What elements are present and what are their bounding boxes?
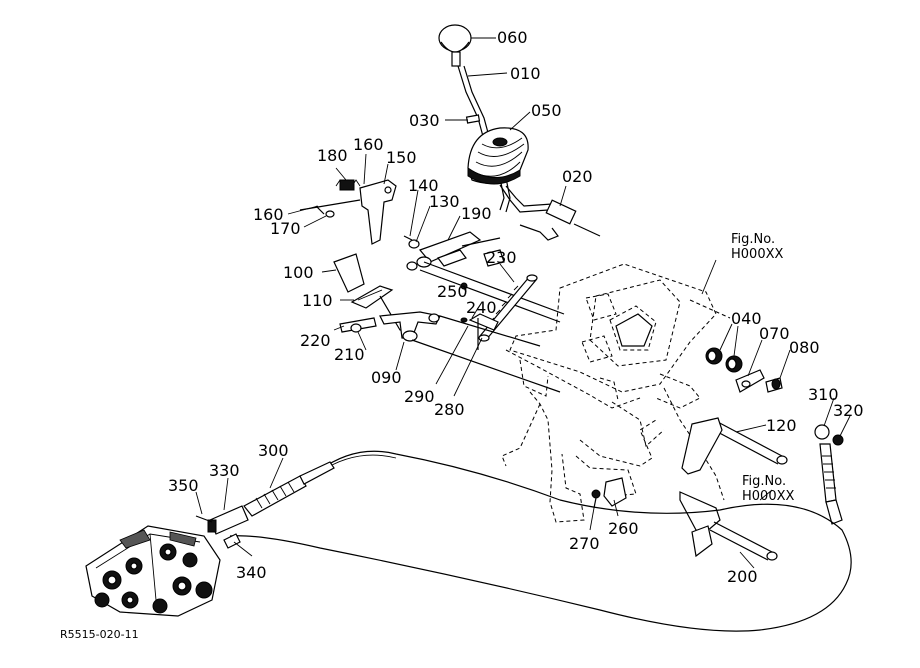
fig-ref-number: H000XX <box>742 489 794 504</box>
shaft-assembly <box>403 231 565 323</box>
fig-ref-number: H000XX <box>731 247 783 262</box>
part-label: 160 <box>253 205 284 224</box>
part-label: 230 <box>486 248 517 267</box>
part-label: 030 <box>409 111 440 130</box>
part-label: 040 <box>731 309 762 328</box>
lower-lever <box>499 184 601 241</box>
part-label: 180 <box>317 146 348 165</box>
part-label: 240 <box>466 298 497 317</box>
part-label: 340 <box>236 563 267 582</box>
part-label: 170 <box>270 219 301 238</box>
assembly-drawing <box>85 24 852 632</box>
fig-ref-label: Fig.No. <box>731 232 775 247</box>
figure-references: Fig.No. H000XX Fig.No. H000XX <box>731 232 794 504</box>
part-labels: 060 010 030 050 020 180 160 150 160 170 … <box>168 28 864 586</box>
part-label: 200 <box>727 567 758 586</box>
spring-and-bracket <box>299 179 397 245</box>
part-label: 080 <box>789 338 820 357</box>
part-label: 120 <box>766 416 797 435</box>
lever-pin <box>465 114 481 124</box>
part-label: 250 <box>437 282 468 301</box>
clevis-pins <box>195 505 249 549</box>
main-frame <box>501 263 731 523</box>
part-label: 280 <box>434 400 465 419</box>
part-label: 210 <box>334 345 365 364</box>
part-label: 320 <box>833 401 864 420</box>
part-label: 350 <box>168 476 199 495</box>
part-label: 090 <box>371 368 402 387</box>
small-parts <box>460 282 499 350</box>
part-label: 020 <box>562 167 593 186</box>
part-label: 310 <box>808 385 839 404</box>
bushings-and-plate <box>705 347 783 393</box>
part-label: 010 <box>510 64 541 83</box>
part-label: 150 <box>386 148 417 167</box>
control-valve <box>85 525 221 617</box>
part-label: 160 <box>353 135 384 154</box>
part-label: 330 <box>209 461 240 480</box>
part-label: 110 <box>302 291 333 310</box>
clip-and-bolt <box>591 477 627 509</box>
figure-code: R5515-020-11 <box>60 628 139 641</box>
part-label: 190 <box>461 204 492 223</box>
part-label: 300 <box>258 441 289 460</box>
part-label: 270 <box>569 534 600 553</box>
cable-end-joint <box>814 424 844 525</box>
part-label: 260 <box>608 519 639 538</box>
part-label: 130 <box>429 192 460 211</box>
part-label: 140 <box>408 176 439 195</box>
fig-ref-label: Fig.No. <box>742 474 786 489</box>
shift-knob <box>438 24 472 67</box>
leader-lines <box>195 37 851 569</box>
control-cable <box>229 450 852 632</box>
part-label: 050 <box>531 101 562 120</box>
part-label: 060 <box>497 28 528 47</box>
part-label: 070 <box>759 324 790 343</box>
rubber-boot <box>467 127 529 185</box>
part-label: 220 <box>300 331 331 350</box>
selector-lever <box>339 295 561 393</box>
part-label: 100 <box>283 263 314 282</box>
cable-adjuster <box>243 461 335 517</box>
part-label: 290 <box>404 387 435 406</box>
grip-and-plate <box>333 253 394 309</box>
